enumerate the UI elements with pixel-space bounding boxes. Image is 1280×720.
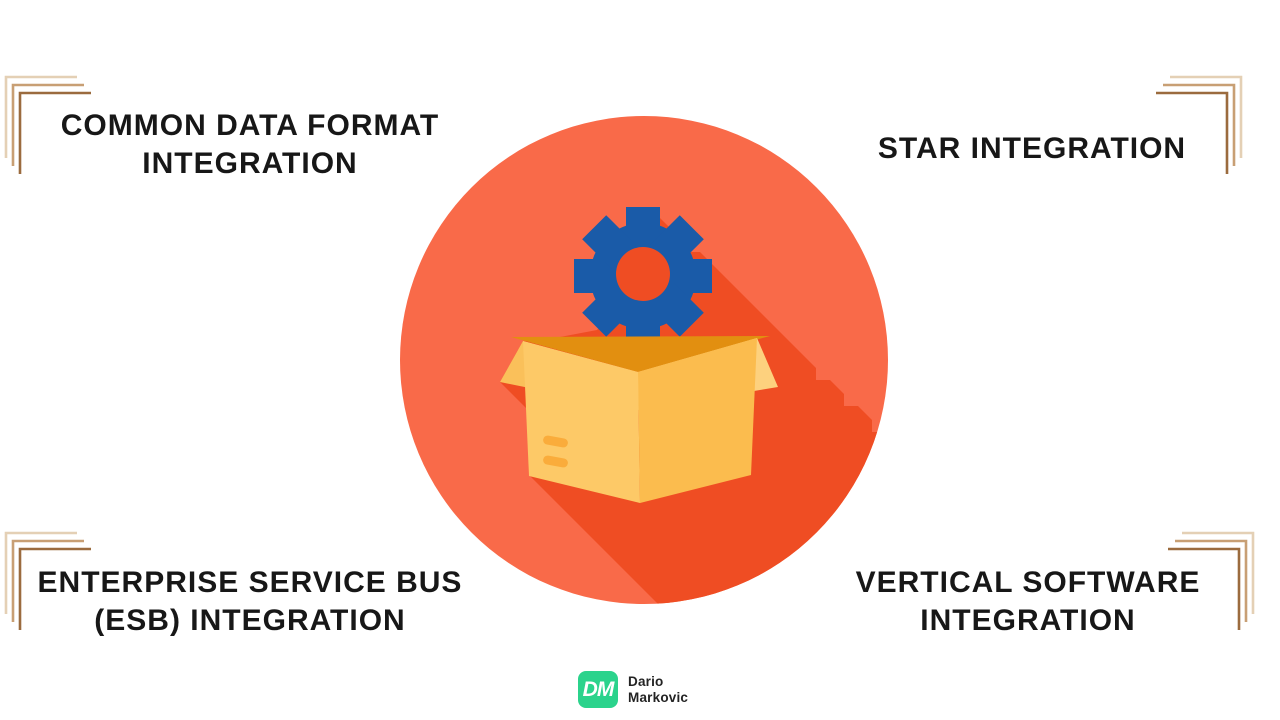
bracket-line-dark — [18, 547, 91, 630]
bracket-line-light — [4, 75, 77, 158]
corner-bracket-decoration-top-left — [4, 75, 91, 174]
gear-tooth — [650, 283, 704, 337]
label-line: INTEGRATION — [920, 604, 1136, 637]
gear-tooth — [582, 283, 636, 337]
dm-logo-badge: DM — [578, 671, 618, 708]
author-name: Dario Markovic — [628, 674, 688, 705]
box-label-dash — [543, 455, 568, 468]
gear-hole — [616, 247, 670, 301]
label-vertical-software-integration: VERTICAL SOFTWARE INTEGRATION — [808, 564, 1248, 640]
label-line: VERTICAL SOFTWARE — [855, 566, 1201, 599]
bracket-line-light — [1182, 531, 1255, 614]
bracket-line-mid — [11, 83, 84, 166]
label-common-data-format-integration: COMMON DATA FORMAT INTEGRATION — [10, 107, 490, 183]
label-line: ENTERPRISE SERVICE BUS — [37, 566, 463, 599]
label-line: COMMON DATA FORMAT — [60, 109, 440, 142]
gear-icon — [574, 207, 712, 345]
author-branding: DM Dario Markovic — [578, 671, 688, 708]
gear-tooth — [582, 215, 636, 269]
box-interior — [511, 336, 770, 372]
bracket-line-light — [4, 531, 77, 614]
bracket-line-mid — [1175, 539, 1248, 622]
gear-tooth — [574, 259, 616, 293]
dm-monogram: DM — [582, 677, 615, 701]
bracket-line-dark — [1156, 91, 1229, 174]
author-last-name: Markovic — [628, 689, 689, 705]
box-face-right — [638, 338, 757, 503]
gear-tooth — [650, 215, 704, 269]
bracket-line-dark — [18, 91, 91, 174]
gear-tooth — [670, 259, 712, 293]
bracket-line-light — [1170, 75, 1243, 158]
bracket-line-mid — [1163, 83, 1236, 166]
corner-bracket-decoration-bottom-left — [4, 531, 91, 630]
bracket-line-dark — [1168, 547, 1241, 630]
corner-bracket-decoration-top-right — [1156, 75, 1243, 174]
box-label-dash — [543, 435, 568, 448]
label-line: (ESB) INTEGRATION — [94, 604, 406, 637]
label-line: INTEGRATION — [142, 147, 358, 180]
open-box-icon — [500, 336, 778, 503]
label-star-integration: STAR INTEGRATION — [812, 130, 1252, 168]
bracket-line-mid — [11, 539, 84, 622]
label-enterprise-service-bus-integration: ENTERPRISE SERVICE BUS (ESB) INTEGRATION — [10, 564, 490, 640]
label-line: STAR INTEGRATION — [877, 132, 1187, 165]
corner-bracket-decoration-bottom-right — [1168, 531, 1255, 630]
author-first-name: Dario — [628, 674, 664, 689]
